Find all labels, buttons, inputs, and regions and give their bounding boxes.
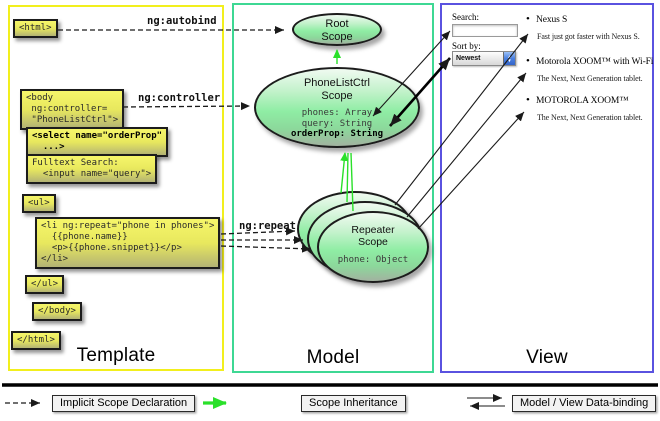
template-column-label: Template [76,345,156,366]
phone-name: Motorola XOOM™ with Wi-Fi [536,57,654,67]
model-column: Model [232,3,434,373]
model-column-label: Model [306,347,360,368]
legend-scope-inheritance-label: Scope Inheritance [301,395,406,412]
code-html-close: </html> [11,331,61,350]
sort-by-label: Sort by: [452,41,481,51]
phone-list-item: • MOTOROLA XOOM™ The Next, Next Generatio… [526,94,656,122]
phone-desc: Fast just got faster with Nexus S. [537,32,640,41]
phonelistctrl-scope-title: Scope [321,90,353,102]
ng-repeat-label: ng:repeat [238,220,297,232]
code-line: <input name="query"> [32,169,152,179]
bullet-icon: • [526,94,530,106]
scope-prop-phone: phone: Object [337,255,409,265]
code-line: ng:controller= [26,104,108,114]
phone-name: MOTOROLA XOOM™ [536,96,629,106]
code-line: <body [26,93,54,103]
phonelistctrl-scope-title: PhoneListCtrl [303,77,371,89]
legend-implicit-scope-label: Implicit Scope Declaration [52,395,196,412]
code-line: <select name="orderProp" [32,131,163,141]
phone-desc: The Next, Next Generation tablet. [537,113,643,122]
view-column-label: View [526,347,568,368]
code-line: <p>{{phone.snippet}}</p> [41,243,182,253]
select-stepper-icon: ▲ ▼ [503,52,515,65]
code-html-open: <html> [13,19,58,38]
root-scope-title: Root [325,18,349,30]
code-line: Fulltext Search: [32,158,119,168]
code-body-close: </body> [32,302,82,321]
scope-prop-orderprop: orderProp: String [290,129,384,139]
stepper-down-icon: ▼ [507,57,512,63]
ng-controller-label: ng:controller [137,92,222,104]
code-li-repeat: <li ng:repeat="phone in phones"> {{phone… [35,217,221,269]
scope-prop-phones: phones: Array [301,108,373,118]
phone-desc: The Next, Next Generation tablet. [537,74,643,83]
phonelistctrl-scope-ellipse: PhoneListCtrl Scope phones: Array query:… [254,67,420,148]
phone-list-item: • Motorola XOOM™ with Wi-Fi The Next, Nex… [526,55,656,83]
code-ul-close: </ul> [25,275,65,294]
repeater-scope-title: Repeater [351,224,395,236]
search-input[interactable] [452,24,518,37]
sort-select-value: Newest [456,55,481,62]
legend-databinding-label: Model / View Data-binding [512,395,657,412]
code-line: </ul> [31,279,59,289]
code-line: {{phone.name}} [41,232,128,242]
root-scope-ellipse: Root Scope [292,13,382,46]
code-line: "PhoneListCtrl"> [26,115,119,125]
code-body-open: <body ng:controller= "PhoneListCtrl"> [20,89,125,130]
code-ul-open: <ul> [22,194,56,213]
ng-autobind-label: ng:autobind [146,15,218,27]
sort-select[interactable]: Newest ▲ ▼ [452,51,516,66]
code-fulltext-search: Fulltext Search: <input name="query"> [26,154,158,184]
bullet-icon: • [526,55,530,67]
phone-name: Nexus S [536,15,568,25]
scope-prop-query: query: String [301,118,373,129]
phone-list-item: • Nexus S Fast just got faster with Nexus… [526,13,656,41]
search-label: Search: [452,12,479,22]
code-line: <html> [19,23,52,33]
code-line: ...> [32,142,65,152]
repeater-scope-title: Scope [358,236,388,248]
code-line: <ul> [28,198,50,208]
code-line: </body> [38,306,76,316]
code-line: <li ng:repeat="phone in phones"> [41,221,215,231]
root-scope-title: Scope [321,31,353,43]
repeater-scope-ellipse: Repeater Scope phone: Object [317,211,429,283]
code-select: <select name="orderProp" ...> [26,127,169,157]
bullet-icon: • [526,13,530,25]
code-line: </html> [17,335,55,345]
code-line: </li> [41,254,69,264]
